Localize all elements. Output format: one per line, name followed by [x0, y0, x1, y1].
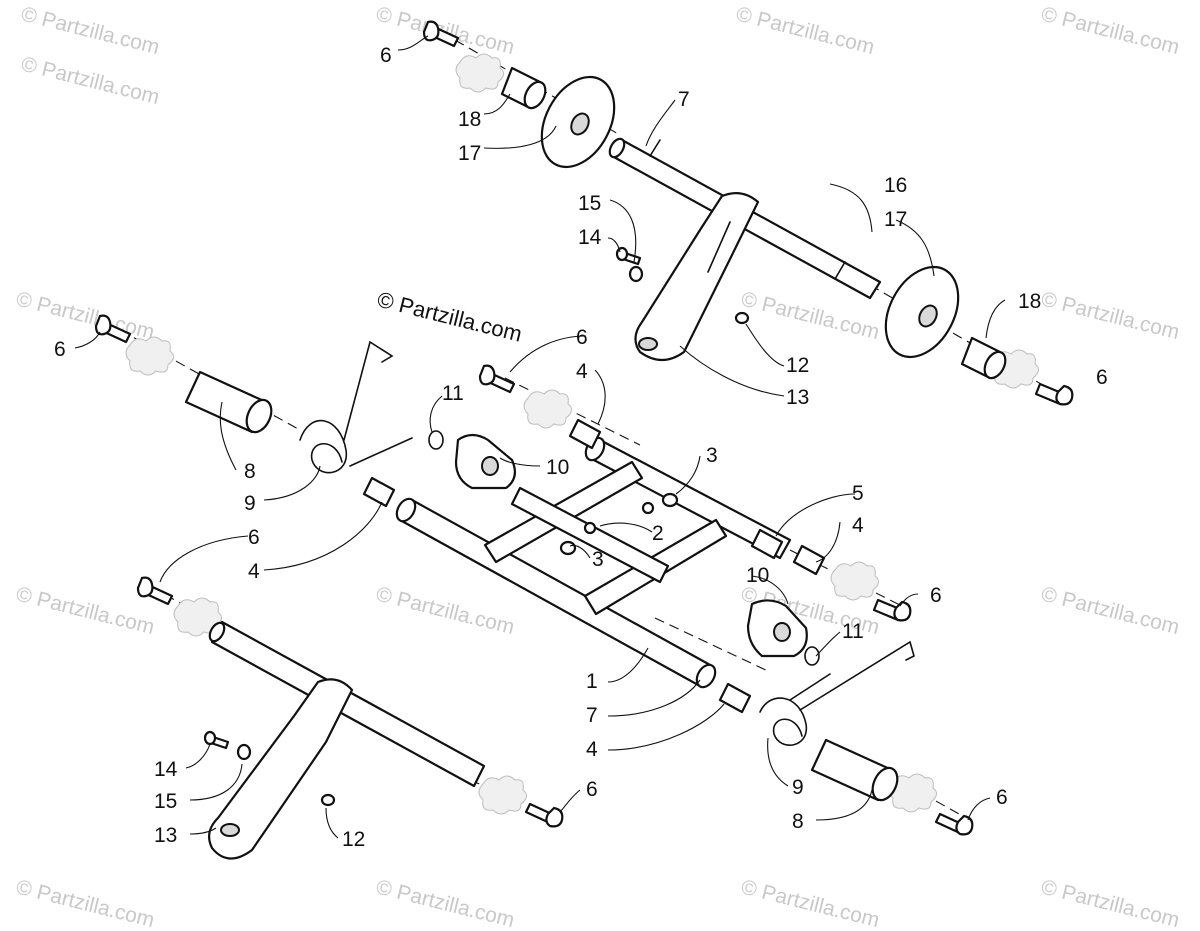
callout-11: 11 [442, 382, 464, 405]
callout-4: 4 [576, 360, 588, 383]
callout-6: 6 [1096, 366, 1108, 389]
nut-lower [320, 793, 336, 807]
watermark-tile: © Partzilla.com [14, 288, 157, 345]
grease-fitting-lower [583, 521, 597, 535]
callout-4: 4 [852, 514, 864, 537]
washer-upper [628, 265, 644, 283]
callout-1: 1 [586, 670, 598, 693]
callout-15: 15 [154, 790, 177, 813]
callout-8: 8 [244, 460, 256, 483]
bushing-mid-right [792, 544, 826, 576]
watermark-tile: © Partzilla.com [374, 583, 517, 640]
callout-13: 13 [154, 824, 177, 847]
watermark-main: © Partzilla.com [375, 287, 525, 347]
watermark-tile: © Partzilla.com [14, 583, 157, 640]
nut-upper [734, 311, 750, 325]
watermark-tile: © Partzilla.com [19, 3, 162, 60]
upper-shaft-assembly [422, 20, 1074, 406]
lower-swing-arm [207, 678, 354, 860]
callout-6: 6 [380, 44, 392, 67]
callout-10: 10 [746, 564, 769, 587]
bushing-upper [568, 418, 602, 450]
watermark-tile: © Partzilla.com [739, 876, 882, 931]
watermark-tile: © Partzilla.com [1039, 288, 1182, 345]
callout-2: 2 [652, 522, 664, 545]
callout-numbers: 6 18 17 7 16 17 15 14 18 12 13 6 6 4 6 1… [54, 44, 1108, 851]
callout-7: 7 [586, 704, 598, 727]
left-spring-assembly [94, 314, 413, 474]
watermark-tile: © Partzilla.com [374, 3, 517, 60]
watermark-tile: © Partzilla.com [1039, 876, 1182, 931]
callout-10: 10 [546, 456, 569, 479]
callout-12: 12 [342, 828, 365, 851]
callout-11: 11 [842, 620, 864, 643]
callout-14: 14 [154, 758, 178, 781]
callout-5: 5 [852, 482, 864, 505]
callout-9: 9 [244, 492, 256, 515]
watermark-tile: © Partzilla.com [19, 53, 162, 110]
washer-frame-upper [661, 492, 679, 508]
watermark-tile: © Partzilla.com [1039, 3, 1182, 60]
bushing-left [362, 476, 396, 508]
callout-6: 6 [586, 778, 598, 801]
watermark-tile: © Partzilla.com [374, 876, 517, 931]
callout-13: 13 [786, 386, 809, 409]
watermark-tile: © Partzilla.com [1039, 583, 1182, 640]
callout-15: 15 [578, 192, 601, 215]
callout-12: 12 [786, 354, 809, 377]
watermark-tile: © Partzilla.com [739, 288, 882, 345]
callout-8: 8 [792, 810, 804, 833]
callout-6: 6 [248, 526, 260, 549]
callout-4: 4 [586, 738, 598, 761]
callout-leaders [74, 35, 1006, 839]
callout-4: 4 [248, 560, 260, 583]
callout-16: 16 [884, 174, 907, 197]
snap-ring-left [428, 430, 444, 450]
callout-3: 3 [706, 444, 718, 467]
right-spring-assembly [759, 640, 974, 836]
callout-6: 6 [576, 326, 588, 349]
callout-6: 6 [996, 786, 1008, 809]
washer-lower [236, 743, 252, 761]
callout-9: 9 [792, 776, 804, 799]
callout-17: 17 [884, 208, 907, 231]
bushing-right [750, 528, 784, 560]
lower-shaft [210, 620, 486, 788]
upper-swing-arm [634, 191, 760, 362]
frame-pivot-tube [510, 486, 670, 584]
callout-18: 18 [458, 108, 481, 131]
watermark-tile: © Partzilla.com [14, 876, 157, 931]
washer-frame-lower [559, 540, 577, 556]
callout-3: 3 [592, 548, 604, 571]
snap-ring-right [804, 646, 820, 666]
grease-fitting-upper [641, 501, 655, 515]
callout-17: 17 [458, 142, 481, 165]
torsion-spring-left [299, 340, 413, 474]
callout-7: 7 [678, 88, 690, 111]
watermark-tile: © Partzilla.com [734, 3, 877, 60]
center-frame-assembly [362, 364, 912, 714]
washer-clouds [125, 53, 1039, 815]
callout-6: 6 [930, 584, 942, 607]
torsion-spring-right [759, 640, 915, 746]
callout-18: 18 [1018, 290, 1041, 313]
callout-14: 14 [578, 226, 602, 249]
callout-6: 6 [54, 338, 66, 361]
bushing-lower [718, 682, 752, 714]
